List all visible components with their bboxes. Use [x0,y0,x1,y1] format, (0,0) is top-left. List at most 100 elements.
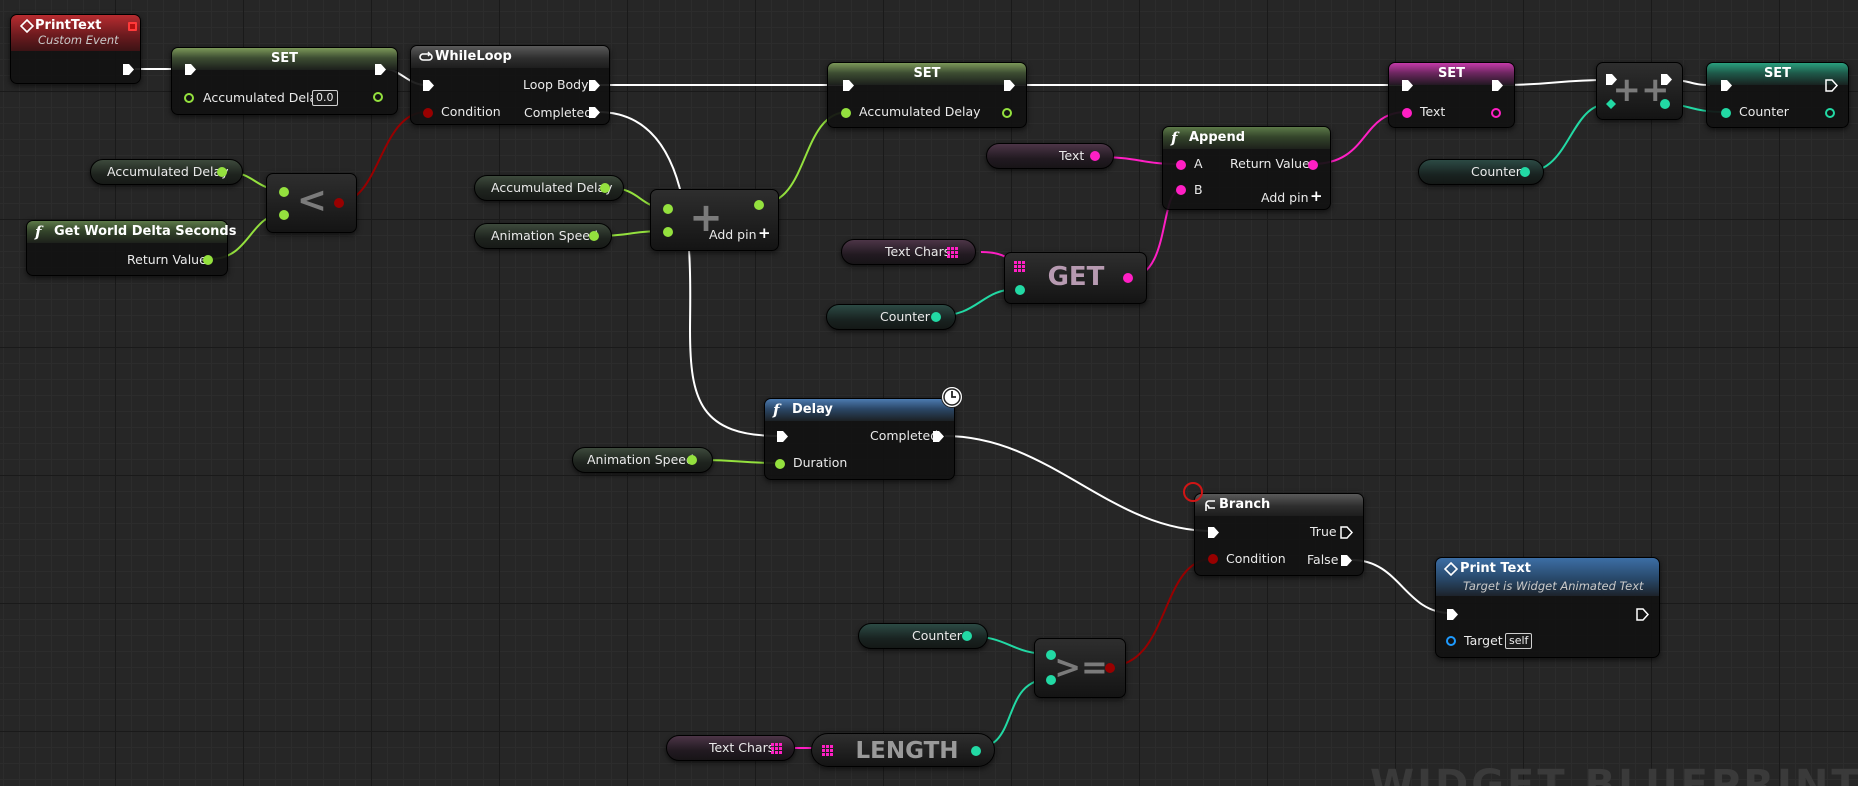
result-out-pin[interactable] [754,200,764,210]
accumulated-delay-out-pin[interactable] [600,183,610,193]
exec-out-pin[interactable] [1660,73,1673,86]
counter-in-pin[interactable] [1721,108,1731,118]
return-value-out-pin[interactable] [1308,160,1318,170]
target-default-field[interactable]: self [1505,633,1533,649]
node-title: SET [1437,66,1466,81]
event-delegate-pin[interactable] [128,22,137,31]
result-out-pin[interactable] [971,746,981,756]
set-counter-node[interactable]: SET Counter [1706,62,1849,128]
exec-in-pin[interactable] [184,63,197,76]
index-in-pin[interactable] [1015,285,1025,295]
add-pin-label[interactable]: Add pin [1261,190,1309,205]
true-exec-pin[interactable] [1340,526,1353,539]
exec-out-pin[interactable] [1491,79,1504,92]
counter-out-pin[interactable] [931,312,941,322]
branch-node[interactable]: Branch True Condition False [1194,493,1364,576]
completed-exec-pin[interactable] [932,430,945,443]
result-out-pin[interactable] [1123,273,1133,283]
a-in-pin[interactable] [663,204,673,214]
b-in-pin[interactable] [663,227,673,237]
a-in-pin[interactable] [279,187,289,197]
exec-out-pin[interactable] [1636,608,1649,621]
b-in-pin[interactable] [1176,185,1186,195]
accumulated-delay-in-pin[interactable] [841,108,851,118]
print-text-event-node[interactable]: PrintText Custom Event [10,14,141,84]
exec-in-pin[interactable] [1207,526,1220,539]
counter-out-pin[interactable] [1520,167,1530,177]
text-out-pin[interactable] [1491,108,1501,118]
text-chars-variable[interactable]: Text Chars [666,735,795,761]
counter-out-pin[interactable] [962,631,972,641]
result-out-pin[interactable] [1105,663,1115,673]
accumulated-delay-out-pin[interactable] [217,167,227,177]
increment-node[interactable]: ++ [1596,62,1683,120]
exec-in-pin[interactable] [1401,79,1414,92]
animation-speed-variable[interactable]: Animation Speed [474,223,612,249]
add-pin-plus-icon[interactable]: + [758,224,771,242]
get-world-delta-seconds-node[interactable]: f Get World Delta Seconds Return Value [26,220,236,276]
delay-node[interactable]: f Delay Completed Duration [764,398,955,480]
exec-in-pin[interactable] [1605,73,1618,86]
animation-speed-out-pin[interactable] [589,231,599,241]
set-accumulated-delay-node[interactable]: SET Accumulated Delay [827,62,1027,128]
result-out-pin[interactable] [334,198,344,208]
text-in-pin[interactable] [1402,108,1412,118]
counter-out-pin[interactable] [1825,108,1835,118]
text-variable[interactable]: Text [986,143,1114,169]
condition-in-pin[interactable] [423,108,433,118]
set-accumulated-delay-init-node[interactable]: SET Accumulated Delay 0.0 [171,47,398,115]
append-node[interactable]: f Append A Return Value B Add pin + [1162,126,1331,210]
b-in-pin[interactable] [1046,675,1056,685]
text-chars-variable[interactable]: Text Chars [841,239,976,265]
animation-speed-out-pin[interactable] [687,455,697,465]
accumulated-delay-out-pin[interactable] [1002,108,1012,118]
exec-out-pin[interactable] [122,63,135,76]
array-get-node[interactable]: GET [1004,252,1147,304]
accumulated-delay-out-pin[interactable] [373,92,383,102]
exec-in-pin[interactable] [1446,608,1459,621]
counter-variable[interactable]: Counter [1418,159,1544,185]
add-pin-plus-icon[interactable]: + [1310,187,1323,205]
a-in-pin[interactable] [1176,160,1186,170]
accumulated-delay-variable[interactable]: Accumulated Delay [474,175,624,201]
text-out-pin[interactable] [1090,151,1100,161]
exec-in-pin[interactable] [776,430,789,443]
function-icon: f [35,223,42,241]
b-in-pin[interactable] [279,210,289,220]
counter-variable[interactable]: Counter [826,304,956,330]
less-than-node[interactable]: < [266,173,357,233]
exec-out-pin[interactable] [1825,79,1838,92]
duration-in-pin[interactable] [775,459,785,469]
accumulated-delay-in-pin[interactable] [184,93,194,103]
exec-in-pin[interactable] [842,79,855,92]
add-float-node[interactable]: + Add pin + [650,189,779,251]
print-text-call-node[interactable]: Print Text Target is Widget Animated Tex… [1435,557,1660,658]
animation-speed-variable[interactable]: Animation Speed [572,447,713,473]
loop-body-exec-pin[interactable] [588,79,601,92]
exec-in-pin[interactable] [422,79,435,92]
condition-in-pin[interactable] [1208,554,1218,564]
target-in-pin[interactable] [1446,636,1456,646]
set-text-node[interactable]: SET Text [1388,62,1515,128]
while-loop-node[interactable]: WhileLoop Loop Body Condition Completed [410,45,610,125]
default-value-field[interactable]: 0.0 [312,90,338,106]
false-exec-pin[interactable] [1340,554,1353,567]
array-length-node[interactable]: LENGTH [811,733,995,767]
array-grid-icon[interactable] [822,745,833,756]
add-pin-label[interactable]: Add pin [709,227,757,242]
result-out-pin[interactable] [1660,99,1670,109]
accumulated-delay-variable[interactable]: Accumulated Delay [90,159,243,185]
greater-equal-node[interactable]: >= [1034,638,1126,698]
a-in-pin[interactable] [1046,650,1056,660]
exec-out-pin[interactable] [1003,79,1016,92]
exec-in-pin[interactable] [1720,79,1733,92]
counter-variable[interactable]: Counter [858,623,988,649]
array-grid-icon[interactable] [1014,261,1025,272]
return-value-out-pin[interactable] [203,255,213,265]
exec-out-pin[interactable] [374,63,387,76]
pin-b-label: B [1194,182,1203,197]
integer-ref-pin[interactable] [1606,99,1616,109]
completed-exec-pin[interactable] [588,106,601,119]
breakpoint-marker-icon[interactable] [1183,482,1203,502]
